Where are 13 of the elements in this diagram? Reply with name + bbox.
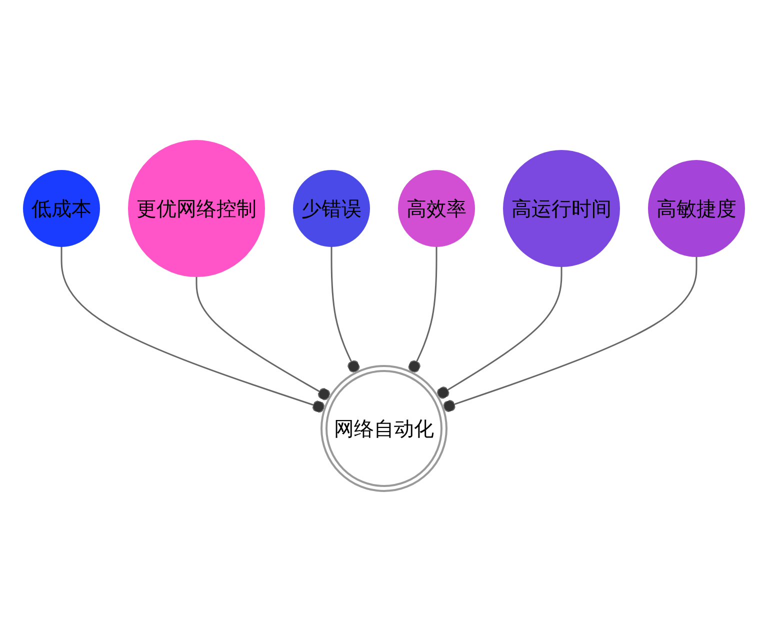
connector	[330, 246, 360, 372]
node-circle: 网络自动化	[320, 364, 448, 492]
connector	[442, 256, 698, 412]
connector	[437, 266, 562, 398]
connector	[60, 246, 325, 412]
connector	[408, 246, 438, 372]
node-circle: 少错误	[293, 170, 370, 246]
node-circle: 高运行时间	[503, 150, 620, 266]
node-circle: 高效率	[398, 170, 475, 246]
node-circle: 高敏捷度	[648, 160, 745, 256]
node-circle: 低成本	[23, 170, 100, 246]
connector	[196, 276, 330, 400]
node-circle: 更优网络控制	[128, 140, 265, 276]
